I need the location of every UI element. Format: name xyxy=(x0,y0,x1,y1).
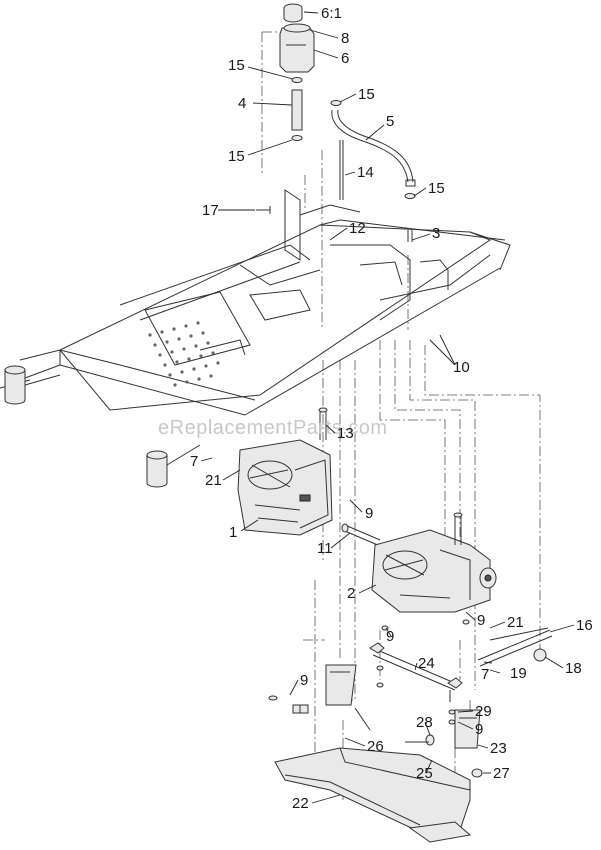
callout-27: 27 xyxy=(493,765,510,782)
callout-12: 12 xyxy=(349,220,366,237)
callout-21: 21 xyxy=(507,614,524,631)
callout-14: 14 xyxy=(357,164,374,181)
callout-15: 15 xyxy=(228,57,245,74)
callout-28: 28 xyxy=(416,714,433,731)
callout-1: 1 xyxy=(229,524,237,541)
callout-labels: 6:1 8 6 15 15 4 5 15 14 15 17 12 3 10 13… xyxy=(190,5,593,812)
callout-10: 10 xyxy=(453,359,470,376)
leader-lines xyxy=(200,11,575,804)
hydraulic-reservoir xyxy=(256,3,416,261)
callout-24: 24 xyxy=(418,655,435,672)
callout-17: 17 xyxy=(202,202,219,219)
callout-13: 13 xyxy=(337,425,354,442)
callout-6-1: 6:1 xyxy=(321,5,342,22)
lower-brackets xyxy=(268,619,553,778)
callout-18: 18 xyxy=(565,660,582,677)
callout-3: 3 xyxy=(432,225,440,242)
callout-9: 9 xyxy=(475,721,483,738)
cross-shaft xyxy=(341,523,381,547)
callout-15: 15 xyxy=(228,148,245,165)
callout-23: 23 xyxy=(490,740,507,757)
watermark: eReplacementParts.com xyxy=(158,417,387,439)
callout-9: 9 xyxy=(386,628,394,645)
right-hydro-transmission xyxy=(371,512,497,613)
skid-plate xyxy=(274,747,472,843)
callout-9: 9 xyxy=(477,612,485,629)
callout-7: 7 xyxy=(481,666,489,683)
chassis-frame xyxy=(0,204,511,416)
floor-plate-holes xyxy=(148,321,220,387)
callout-9: 9 xyxy=(365,505,373,522)
callout-11: 11 xyxy=(317,540,333,557)
caster-tubes xyxy=(4,365,201,488)
callout-29: 29 xyxy=(475,703,492,720)
callout-6: 6 xyxy=(341,50,349,67)
callout-9: 9 xyxy=(300,672,308,689)
callout-7: 7 xyxy=(190,453,198,470)
callout-8: 8 xyxy=(341,30,349,47)
callout-26: 26 xyxy=(367,738,384,755)
callout-19: 19 xyxy=(510,665,527,682)
callout-4: 4 xyxy=(238,95,246,112)
callout-22: 22 xyxy=(292,795,309,812)
callout-15: 15 xyxy=(358,86,375,103)
callout-21: 21 xyxy=(205,472,222,489)
callout-15: 15 xyxy=(428,180,445,197)
callout-5: 5 xyxy=(386,113,394,130)
callout-25: 25 xyxy=(416,765,433,782)
callout-16: 16 xyxy=(576,617,593,634)
callout-2: 2 xyxy=(347,585,355,602)
left-hydro-transmission xyxy=(237,407,333,536)
